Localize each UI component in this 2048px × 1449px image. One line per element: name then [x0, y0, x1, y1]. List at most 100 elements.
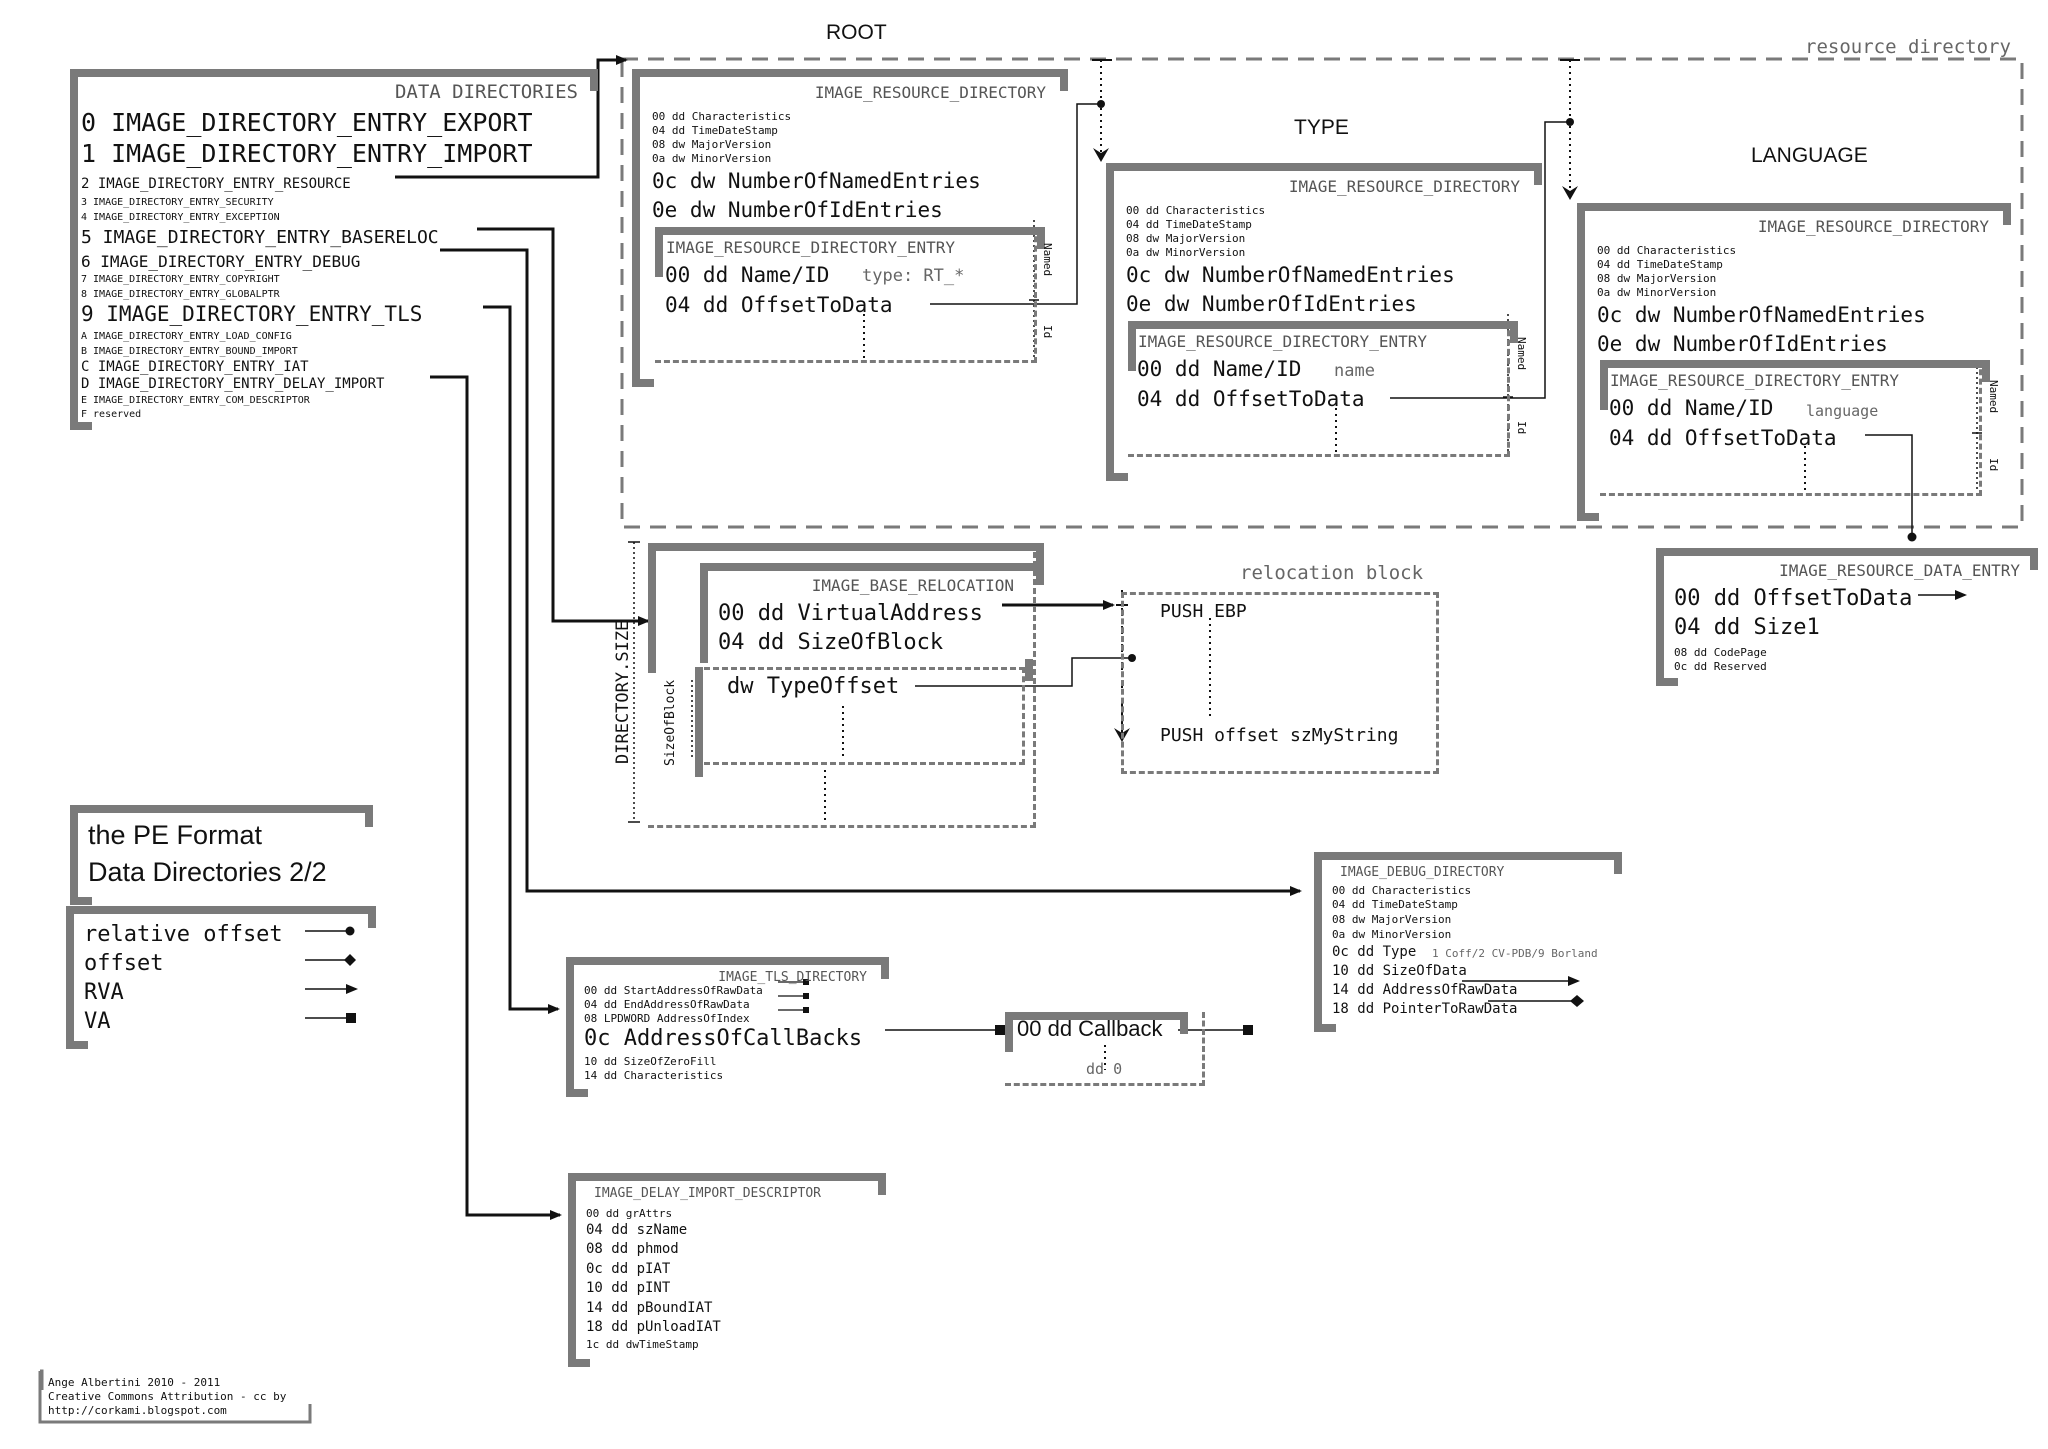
resource-data-entry: IMAGE_RESOURCE_DATA_ENTRY 00 dd OffsetTo… — [1656, 548, 2038, 686]
data-dir-entry: A IMAGE_DIRECTORY_ENTRY_LOAD_CONFIG — [81, 331, 292, 342]
root-entry-offset-field: 04 dd OffsetToData — [665, 293, 893, 317]
root-label: ROOT — [826, 21, 887, 44]
field: 18 dd PointerToRawData — [1332, 1001, 1518, 1017]
field: 0a dw MinorVersion — [1126, 246, 1246, 259]
legend-va: VA — [84, 1009, 111, 1034]
resource-link — [395, 55, 628, 179]
type-to-language-link — [1390, 121, 1568, 399]
root-resource-directory-title: IMAGE_RESOURCE_DIRECTORY — [814, 83, 1046, 102]
field: 00 dd grAttrs — [586, 1207, 673, 1220]
language-to-data-link — [1865, 434, 1913, 536]
named-label: Named — [1515, 337, 1528, 371]
type-offset-dashed — [695, 667, 1025, 765]
field: 0a dw MinorVersion — [1597, 286, 1717, 299]
field: 00 dd StartAddressOfRawData — [584, 984, 763, 997]
data-dir-entry: D IMAGE_DIRECTORY_ENTRY_DELAY_IMPORT — [81, 376, 385, 392]
field: 04 dd TimeDateStamp — [1126, 218, 1252, 231]
root-resource-entry-dashed — [655, 227, 1037, 363]
root-entry-hint: type: RT_* — [862, 266, 965, 286]
type-offset-box — [695, 659, 1033, 777]
field: 10 dd SizeOfZeroFill — [584, 1055, 717, 1068]
root-resource-entry — [655, 227, 1045, 277]
data-dir-entry: E IMAGE_DIRECTORY_ENTRY_COM_DESCRIPTOR — [81, 395, 310, 406]
field: 04 dd TimeDateStamp — [1332, 898, 1458, 911]
credits-url: http://corkami.blogspot.com — [48, 1404, 227, 1417]
language-resource-directory: IMAGE_RESOURCE_DIRECTORY 00 dd Character… — [1577, 203, 2011, 521]
field: 08 dw MajorVersion — [1126, 232, 1246, 245]
resource-data-entry-title: IMAGE_RESOURCE_DATA_ENTRY — [1779, 561, 2020, 580]
data-dir-entry: 9 IMAGE_DIRECTORY_ENTRY_TLS — [81, 302, 423, 326]
language-entry-offset-field: 04 dd OffsetToData — [1609, 426, 1837, 450]
root-entry-title: IMAGE_RESOURCE_DIRECTORY_ENTRY — [666, 238, 955, 257]
title-line-1: the PE Format — [88, 820, 263, 850]
language-resource-entry — [1600, 360, 1990, 410]
data-dir-entry: B IMAGE_DIRECTORY_ENTRY_BOUND_IMPORT — [81, 346, 298, 357]
tls-directory-title: IMAGE_TLS_DIRECTORY — [718, 970, 867, 985]
field: 00 dd Characteristics — [1597, 244, 1737, 257]
title-line-2: Data Directories 2/2 — [88, 857, 327, 887]
base-relocation-title: IMAGE_BASE_RELOCATION — [811, 576, 1014, 595]
field: 00 dd VirtualAddress — [718, 601, 983, 626]
field: 04 dd TimeDateStamp — [1597, 258, 1723, 271]
relocation-outer — [648, 543, 1044, 673]
data-dir-entry: C IMAGE_DIRECTORY_ENTRY_IAT — [81, 359, 309, 375]
type-entry-hint: name — [1334, 361, 1375, 381]
id-label: Id — [1041, 325, 1054, 339]
root-to-type-link — [930, 103, 1100, 305]
push-ebp-line: PUSH EBP — [1160, 601, 1247, 622]
field: 14 dd pBoundIAT — [586, 1300, 713, 1316]
language-resource-directory-title: IMAGE_RESOURCE_DIRECTORY — [1757, 217, 1989, 236]
credits-author: Ange Albertini 2010 - 2011 — [48, 1376, 221, 1389]
field: 10 dd pINT — [586, 1280, 671, 1296]
field: 00 dd OffsetToData — [1674, 586, 1913, 611]
delay-import-title: IMAGE_DELAY_IMPORT_DESCRIPTOR — [594, 1186, 821, 1201]
type-offset-field: dw TypeOffset — [727, 674, 900, 699]
debug-link — [440, 248, 1302, 896]
root-entry-name-field: 00 dd Name/ID — [665, 263, 830, 287]
field: 0c dw NumberOfNamedEntries — [1126, 263, 1455, 287]
field: 0c dw NumberOfNamedEntries — [652, 169, 981, 193]
field: 04 dd SizeOfBlock — [718, 630, 944, 655]
legend-relative-offset: relative offset — [84, 922, 283, 947]
field: 04 dd szName — [586, 1222, 688, 1238]
callback-dashed — [1005, 1012, 1205, 1086]
field: 08 dd phmod — [586, 1241, 679, 1257]
relocation-block — [1121, 592, 1439, 774]
directory-size-label: DIRECTORY.SIZE — [613, 620, 633, 764]
field: 0c AddressOfCallBacks — [584, 1026, 863, 1051]
field: 0a dw MinorVersion — [1332, 928, 1452, 941]
tls-directory: IMAGE_TLS_DIRECTORY 00 dd StartAddressOf… — [566, 957, 889, 1097]
field: 00 dd Characteristics — [652, 110, 792, 123]
delay-import-link — [430, 375, 562, 1220]
callback-terminator: dd 0 — [1086, 1060, 1123, 1078]
data-directories-box: DATA DIRECTORIES 0 IMAGE_DIRECTORY_ENTRY… — [70, 69, 598, 430]
relocation-outer-dashed — [648, 543, 1036, 828]
field: 0a dw MinorVersion — [652, 152, 772, 165]
relocation-block-label: relocation block — [1240, 562, 1424, 584]
basereloc-link — [477, 227, 650, 626]
language-entry-title: IMAGE_RESOURCE_DIRECTORY_ENTRY — [1610, 371, 1899, 390]
named-label: Named — [1987, 380, 2000, 414]
type-entry-title: IMAGE_RESOURCE_DIRECTORY_ENTRY — [1138, 332, 1427, 351]
debug-directory-title: IMAGE_DEBUG_DIRECTORY — [1340, 865, 1505, 880]
data-dir-entry: 2 IMAGE_DIRECTORY_ENTRY_RESOURCE — [81, 176, 351, 192]
field: 08 dw MajorVersion — [1332, 913, 1452, 926]
field: 04 dd EndAddressOfRawData — [584, 998, 750, 1011]
data-dir-entry: 7 IMAGE_DIRECTORY_ENTRY_COPYRIGHT — [81, 274, 280, 285]
push-offset-line: PUSH offset szMyString — [1160, 725, 1399, 746]
type-entry-name-field: 00 dd Name/ID — [1137, 357, 1302, 381]
field: 10 dd SizeOfData — [1332, 963, 1467, 979]
data-dir-entry: 8 IMAGE_DIRECTORY_ENTRY_GLOBALPTR — [81, 289, 280, 300]
data-dir-entry: 3 IMAGE_DIRECTORY_ENTRY_SECURITY — [81, 197, 274, 208]
field: 00 dd Characteristics — [1126, 204, 1266, 217]
language-label: LANGUAGE — [1751, 144, 1868, 167]
type-resource-entry — [1128, 321, 1518, 371]
title-box: the PE Format Data Directories 2/2 — [70, 805, 373, 905]
field: 18 dd pUnloadIAT — [586, 1319, 721, 1335]
field: 0c dd Reserved — [1674, 660, 1767, 673]
field: 08 dw MajorVersion — [1597, 272, 1717, 285]
type-resource-directory: IMAGE_RESOURCE_DIRECTORY 00 dd Character… — [1106, 163, 1542, 481]
legend-rva: RVA — [84, 980, 124, 1005]
